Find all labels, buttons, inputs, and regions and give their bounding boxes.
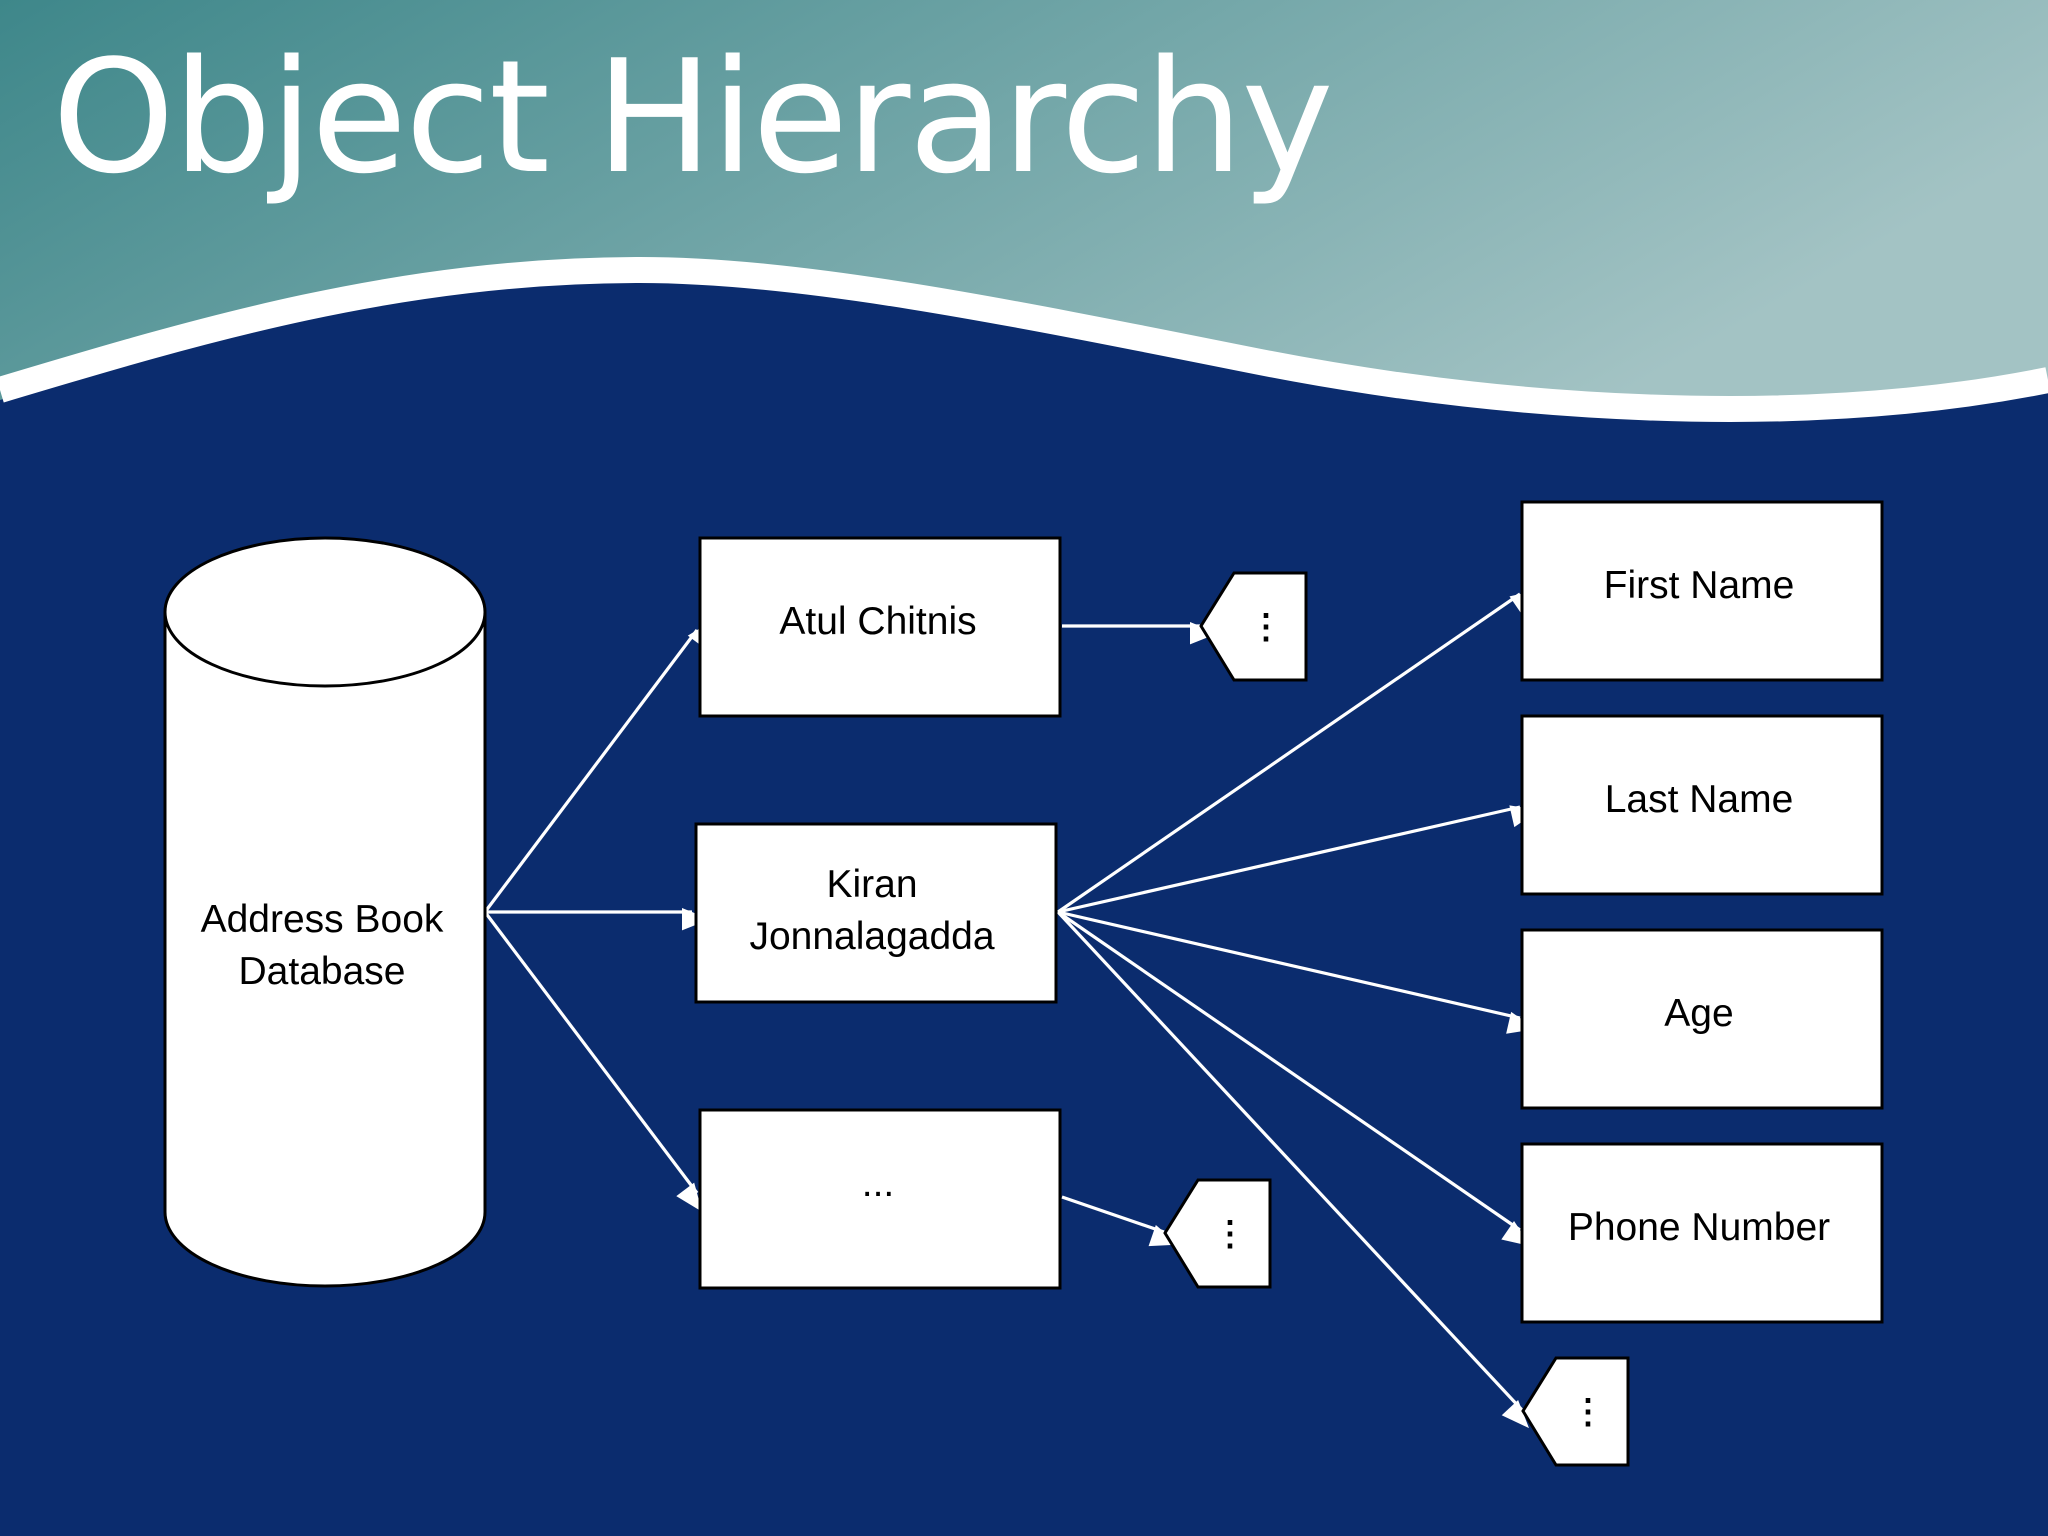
field-box-last-name: Last Name [1520,714,1884,896]
field-age-label: Age [1664,992,1733,1035]
record-box-ellipsis: ... [698,1108,1062,1290]
header-wave-line [0,256,2048,422]
record-2-label-line-1: Kiran [826,863,917,906]
database-label-line-2: Database [239,950,406,993]
field-box-phone-number: Phone Number [1520,1142,1884,1324]
record-1-label: Atul Chitnis [779,600,976,643]
header-background [0,0,2048,422]
more-tag-record-1: ⋮ [1199,571,1308,682]
edge-record-3-to-more [1061,1195,1179,1247]
field-last-name-label: Last Name [1605,778,1794,821]
more-tag-record-1-symbol: ⋮ [1249,608,1283,646]
more-tag-fields: ⋮ [1521,1356,1630,1467]
database-cylinder: Address Book Database [163,536,487,1288]
edge-record-2-to-last-name [1057,805,1540,914]
edge-record-2-to-phone-number [1057,910,1531,1247]
slide-title: Object Hierarchy [52,26,1334,208]
edge-record-2-to-more [1056,910,1530,1429]
field-box-age: Age [1520,928,1884,1110]
record-2-label-line-2: Jonnalagadda [749,915,994,958]
database-label-line-1: Address Book [201,898,444,941]
field-first-name-label: First Name [1604,564,1795,607]
edge-database-to-record-1 [483,619,714,913]
record-box-kiran-jonnalagadda: Kiran Jonnalagadda [694,822,1058,1004]
field-phone-number-label: Phone Number [1568,1206,1830,1249]
edge-record-2-to-age [1057,910,1536,1034]
more-tag-fields-symbol: ⋮ [1571,1393,1605,1431]
more-tag-record-3-symbol: ⋮ [1213,1215,1247,1253]
record-box-atul-chitnis: Atul Chitnis [698,536,1062,718]
more-tag-record-3: ⋮ [1163,1178,1272,1289]
edge-record-2-to-first-name [1057,589,1539,914]
field-box-first-name: First Name [1520,500,1884,682]
header-gradient-band [0,0,2048,419]
edge-database-to-record-3 [483,911,703,1212]
record-3-label: ... [862,1162,895,1205]
